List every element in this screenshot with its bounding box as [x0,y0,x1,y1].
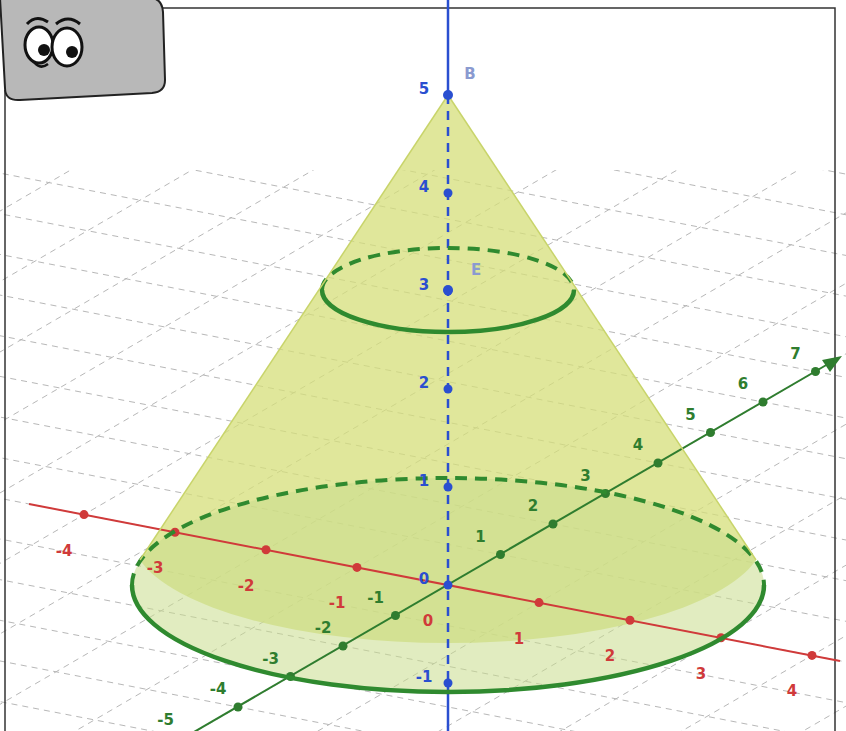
cone-edge [140,95,448,560]
x-axis-number: -2 [238,578,255,593]
section-circle-back [322,248,574,290]
cone-edge [448,95,756,560]
x-axis-number: 2 [605,649,615,664]
x-axis-number: -1 [329,596,346,611]
point-label: B [464,67,475,82]
y-axis-number: 7 [790,346,800,361]
z-axis [447,0,450,95]
x-axis-number: -4 [56,543,73,558]
y-axis-number: -3 [262,651,279,666]
point-label: E [471,263,481,278]
z-axis-number: 5 [419,82,429,97]
x-axis-number: 1 [514,631,524,646]
y-axis-number: -1 [367,590,384,605]
y-axis-number: 4 [633,438,643,453]
x-axis-number: -3 [147,561,164,576]
y-axis-number: 6 [738,377,748,392]
z-axis-number: 3 [419,278,429,293]
y-axis-number: -2 [315,621,332,636]
z-axis-number: 4 [419,180,429,195]
z-axis [447,692,450,731]
y-axis-number: 3 [580,468,590,483]
grid-lines [0,170,846,731]
z-axis-number: 0 [419,572,429,587]
z-axis-number: 2 [419,376,429,391]
eyes-icon [0,0,165,100]
x-axis-number: 4 [787,684,797,699]
base-circle-back [132,478,764,585]
z-axis-number: -1 [416,670,433,685]
z-axis-number: 1 [419,474,429,489]
point-b [443,90,453,100]
y-axis-arrow [822,356,842,372]
axis-ticks [80,189,821,712]
y-axis-number: 5 [685,407,695,422]
x-axis-number: 3 [696,666,706,681]
y-axis-number: -5 [157,712,174,727]
frame [4,90,6,731]
section-circle-front [322,290,574,332]
base-circle-front [132,585,764,692]
point-e [443,285,453,295]
x-axis-number: 0 [423,614,433,629]
y-axis-number: 2 [528,499,538,514]
y-axis-number: 1 [475,529,485,544]
y-axis-number: -4 [210,682,227,697]
